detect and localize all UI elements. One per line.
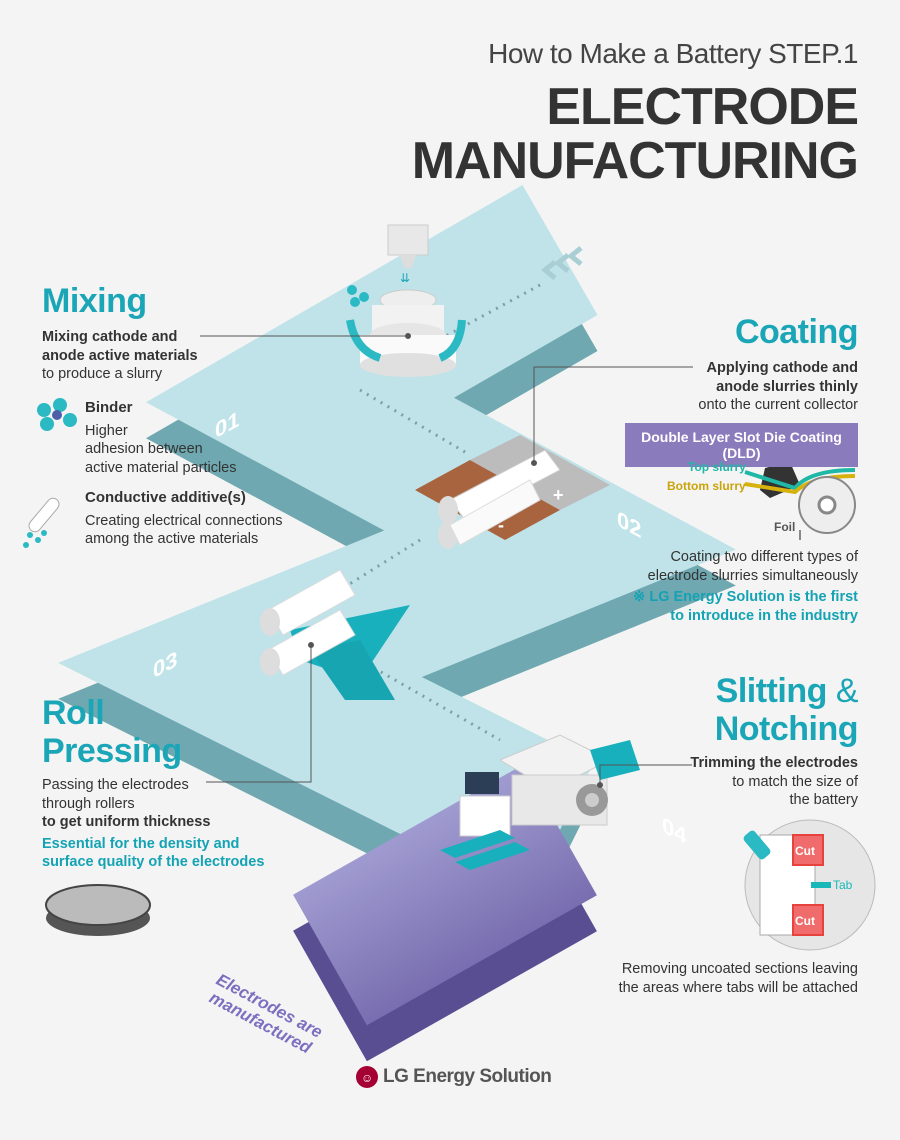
header-title-line1: ELECTRODE bbox=[546, 78, 859, 136]
binder-desc: Higher bbox=[85, 422, 128, 439]
coating-highlight: ※ LG Energy Solution is the first bbox=[633, 589, 858, 605]
slitting-note: Removing uncoated sections leaving bbox=[621, 961, 858, 977]
dld-badge: Double Layer Slot Die Coating (DLD) bbox=[625, 423, 858, 467]
coating-desc: Applying cathode and bbox=[706, 360, 858, 376]
cut-label-bottom: Cut bbox=[795, 914, 815, 928]
binder-molecule-icon bbox=[37, 285, 369, 431]
mixing-desc: Mixing cathode and bbox=[42, 329, 178, 345]
binder-label: Binder bbox=[85, 399, 133, 416]
binder-desc: active material particles bbox=[85, 459, 237, 476]
coating-desc: onto the current collector bbox=[698, 397, 858, 413]
svg-text:⇊: ⇊ bbox=[400, 271, 410, 285]
mixer-machine: ⇊ bbox=[346, 224, 466, 377]
slitting-desc: to match the size of bbox=[732, 773, 858, 790]
pressing-desc: to get uniform thickness bbox=[42, 814, 211, 830]
leader-lines bbox=[200, 333, 693, 788]
foil-label: Foil bbox=[774, 520, 796, 534]
header-title-line2: MANUFACTURING bbox=[411, 132, 859, 190]
notching-detail-circle bbox=[743, 819, 876, 951]
mixing-desc: to produce a slurry bbox=[42, 366, 163, 382]
binder-info: Binder Higher adhesion between active ma… bbox=[85, 399, 237, 477]
chevron-arrows-icon bbox=[540, 246, 583, 280]
pressing-highlight: Essential for the density and bbox=[42, 835, 240, 852]
lg-logo-icon: ☺ bbox=[356, 1066, 378, 1088]
slitting-desc: the battery bbox=[789, 792, 858, 808]
dld-diagram bbox=[744, 462, 856, 540]
svg-text:☺: ☺ bbox=[361, 1071, 373, 1085]
minus-sign: - bbox=[498, 515, 504, 535]
coating-note: electrode slurries simultaneously bbox=[647, 567, 858, 584]
pressing-title: Roll bbox=[42, 694, 105, 732]
pressing-desc: Passing the electrodes bbox=[42, 777, 189, 793]
pressing-title: Pressing bbox=[42, 732, 182, 770]
slitting-title: Slitting bbox=[715, 672, 828, 710]
binder-desc: adhesion between bbox=[85, 441, 203, 457]
additive-info: Conductive additive(s) Creating electric… bbox=[85, 489, 282, 549]
plus-sign: + bbox=[553, 485, 564, 505]
header-subtitle: How to Make a Battery STEP.1 bbox=[488, 38, 858, 69]
slitting-note: the areas where tabs will be attached bbox=[618, 979, 858, 996]
additive-label: Conductive additive(s) bbox=[85, 489, 246, 506]
slitting-machine bbox=[440, 734, 640, 870]
notching-title: Notching bbox=[714, 710, 859, 748]
mixing-desc: anode active materials bbox=[42, 347, 198, 364]
bottom-slurry-label: Bottom slurry bbox=[667, 479, 746, 493]
coating-title: Coating bbox=[734, 313, 859, 351]
mixing-section: Mixing Mixing cathode and anode active m… bbox=[42, 282, 198, 384]
slitting-desc: Trimming the electrodes bbox=[690, 755, 858, 771]
slitting-section: Slitting & Notching Trimming the electro… bbox=[690, 672, 858, 810]
mixing-title: Mixing bbox=[42, 282, 147, 320]
slitting-notes: Removing uncoated sections leaving the a… bbox=[619, 960, 858, 997]
coating-note: Coating two different types of bbox=[670, 549, 858, 565]
coating-highlight: to introduce in the industry bbox=[670, 607, 858, 624]
ampersand: & bbox=[835, 672, 859, 710]
coating-machine bbox=[415, 435, 610, 549]
additive-desc: Creating electrical connections bbox=[85, 512, 283, 529]
pressing-highlight: surface quality of the electrodes bbox=[42, 854, 265, 870]
electrode-cross-section-icon bbox=[45, 884, 151, 936]
conductive-additive-icon bbox=[23, 497, 60, 548]
pressing-section: Roll Pressing Passing the electrodes thr… bbox=[42, 694, 264, 872]
brand-name: LG Energy Solution bbox=[383, 1066, 552, 1087]
pressing-desc: through rollers bbox=[42, 795, 135, 812]
coating-section: Coating Applying cathode and anode slurr… bbox=[698, 313, 858, 415]
coating-notes: Coating two different types of electrode… bbox=[633, 548, 858, 625]
additive-desc: among the active materials bbox=[85, 531, 259, 547]
top-slurry-label: Top slurry bbox=[688, 460, 746, 474]
coating-desc: anode slurries thinly bbox=[716, 378, 858, 395]
cut-label-top: Cut bbox=[795, 844, 815, 858]
roll-press-machine bbox=[260, 569, 410, 700]
tab-label: Tab bbox=[833, 878, 853, 892]
